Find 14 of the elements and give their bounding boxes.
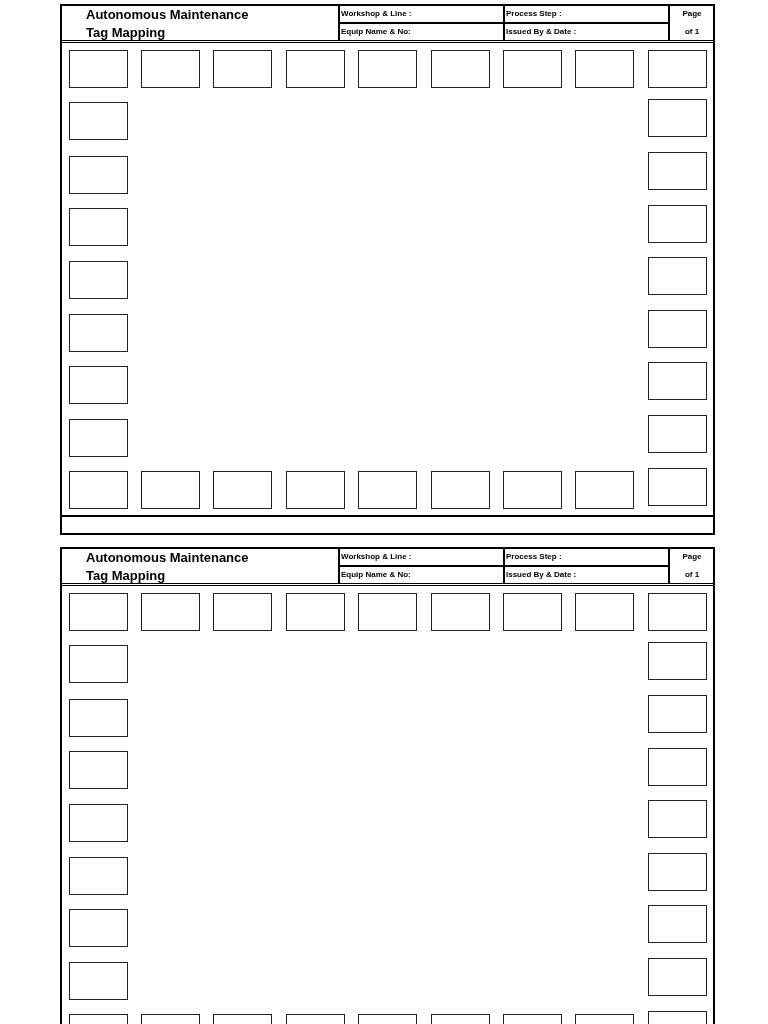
field-label: Equip Name & No: [341,27,411,36]
form-title: Autonomous Maintenance Tag Mapping [86,6,250,42]
field-label: Equip Name & No: [341,570,411,579]
field-label: of 1 [683,570,701,579]
field-label: of 1 [683,27,701,36]
field-label: Workshop & Line : [341,9,412,18]
field-label: Page [681,552,703,561]
form-title: Autonomous Maintenance Tag Mapping [86,549,250,585]
field-label: Workshop & Line : [341,552,412,561]
field-label: Process Step : [506,552,562,561]
field-label: Issued By & Date : [506,570,577,579]
field-label: Process Step : [506,9,562,18]
field-label: Issued By & Date : [506,27,577,36]
field-label: Page [681,9,703,18]
